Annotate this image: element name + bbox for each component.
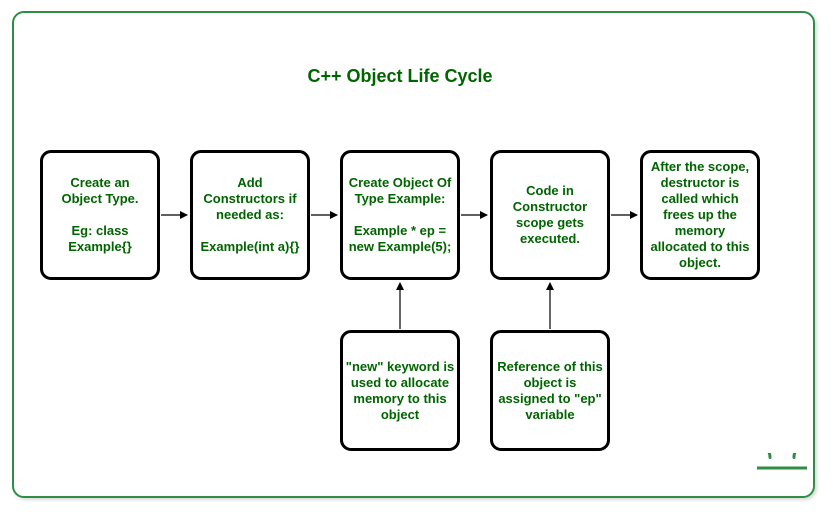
geeksforgeeks-logo-icon bbox=[757, 453, 807, 470]
step-create-object-text: Create Object Of Type Example: Example *… bbox=[348, 175, 452, 254]
note-reference-text: Reference of this object is assigned to … bbox=[497, 358, 603, 422]
note-new-keyword-text: "new" keyword is used to allocate memory… bbox=[345, 358, 455, 422]
step-constructor-executed-box: Code in Constructor scope gets executed. bbox=[490, 150, 610, 280]
step-create-object-box: Create Object Of Type Example: Example *… bbox=[340, 150, 460, 280]
step-create-object-type-text: Create an Object Type. Eg: class Example… bbox=[61, 175, 139, 254]
step-create-object-type-box: Create an Object Type. Eg: class Example… bbox=[40, 150, 160, 280]
note-reference-box: Reference of this object is assigned to … bbox=[490, 330, 610, 451]
step-add-constructors-box: Add Constructors if needed as: Example(i… bbox=[190, 150, 310, 280]
step-constructor-executed-text: Code in Constructor scope gets executed. bbox=[512, 183, 588, 246]
step-destructor-box: After the scope, destructor is called wh… bbox=[640, 150, 760, 280]
step-destructor-text: After the scope, destructor is called wh… bbox=[650, 159, 750, 270]
step-add-constructors-text: Add Constructors if needed as: Example(i… bbox=[200, 175, 300, 254]
diagram-title: C++ Object Life Cycle bbox=[307, 66, 493, 86]
note-new-keyword-box: "new" keyword is used to allocate memory… bbox=[340, 330, 460, 451]
